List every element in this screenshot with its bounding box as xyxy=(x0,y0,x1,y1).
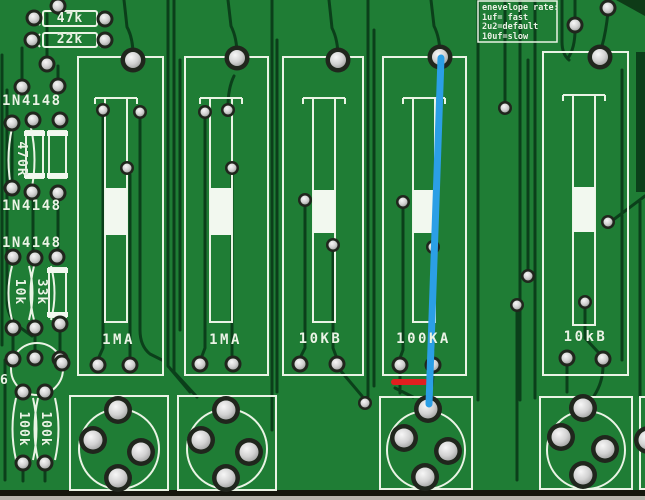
silkscreen-label-1n4148-top: 1N4148 xyxy=(2,93,62,109)
slider-label-1: 1MA xyxy=(102,332,135,348)
slider-footprint-4 xyxy=(382,56,467,376)
silkscreen-label-22k: 22k xyxy=(56,32,84,47)
board-edge xyxy=(0,490,645,496)
blue-annotation-line xyxy=(425,54,445,408)
resistor-bracket-100k-right xyxy=(33,397,60,461)
silkscreen-label-100k-right: 100k xyxy=(38,411,53,447)
slider-label-2: 1MA xyxy=(209,332,242,348)
note-line-3: 10uf=slow xyxy=(482,31,529,42)
slider-label-3: 10KB xyxy=(298,331,343,347)
silkscreen-label-10k: 10k xyxy=(12,278,27,306)
slider-label-4: 100KA xyxy=(396,331,451,347)
resistor-bracket-100k-left xyxy=(11,397,38,461)
silkscreen-label-470r: 470R xyxy=(14,141,29,177)
silkscreen-label-47k: 47k xyxy=(56,11,84,26)
silkscreen-label-pin6: 6 xyxy=(0,373,8,388)
note-line-title: enevelope rate: xyxy=(482,3,559,13)
silkscreen-label-100k-left: 100k xyxy=(16,411,31,447)
note-box-border xyxy=(477,0,558,43)
resistor-bracket-10k xyxy=(7,265,34,321)
slider-label-5: 10kB xyxy=(563,329,608,345)
board-corner-shadow xyxy=(616,0,645,16)
silkscreen-label-33k: 33k xyxy=(34,278,49,306)
annotations xyxy=(391,54,445,408)
diode-footprint-1 xyxy=(24,130,45,179)
slider-footprint-1 xyxy=(77,56,164,376)
silkscreen-label-1n4148-mid: 1N4148 xyxy=(2,198,62,214)
slider-footprint-3 xyxy=(282,56,364,376)
scan-background-strip xyxy=(0,496,645,500)
silkscreen-label-1n4148-low: 1N4148 xyxy=(2,235,62,251)
note-line-2: 2u2=default xyxy=(482,22,539,32)
note-line-1: 1uf= fast xyxy=(482,12,529,23)
slider-footprint-5 xyxy=(542,51,629,376)
diode-footprint-2 xyxy=(47,130,68,179)
